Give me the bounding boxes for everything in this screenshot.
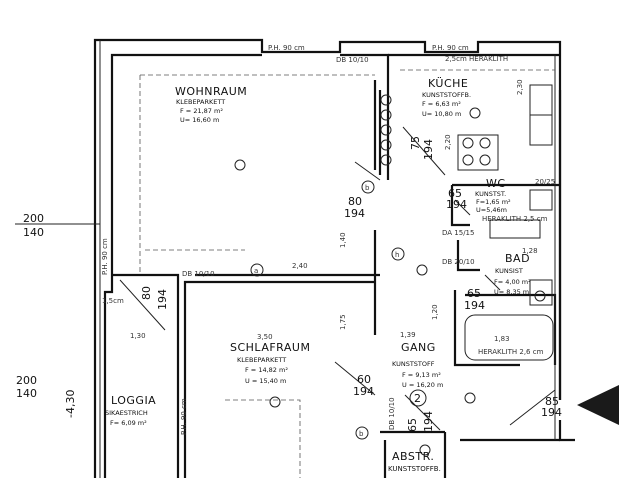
unit-number: 2 <box>414 392 421 405</box>
room-loggia: LOGGIA SIKAESTRICH F= 6,09 m² <box>105 394 156 427</box>
entrance-arrow-icon <box>577 385 619 425</box>
dim-200: 200 <box>16 374 37 387</box>
room-area: F=1,65 m² <box>476 198 511 206</box>
radiator-column <box>380 94 392 166</box>
room-floor: KUNSTSTOFF <box>392 360 435 368</box>
room-perimeter: U=5,46m <box>476 206 507 214</box>
unit-marker <box>409 389 427 407</box>
dim: 2,40 <box>292 262 308 270</box>
door-width: 80 <box>348 195 362 208</box>
door-width: 65 <box>448 187 462 200</box>
room-area: F = 21,87 m² <box>180 107 223 115</box>
room-area: F= 6,09 m² <box>110 419 147 427</box>
dim: 1,75 <box>339 314 347 330</box>
room-floor: KLEBEPARKETT <box>176 98 225 106</box>
dim: 20/25 <box>535 178 555 186</box>
dim: 1,20 <box>431 304 439 320</box>
door-width: 65 <box>467 287 481 300</box>
dim-200: 200 <box>23 212 44 225</box>
room-bad: BAD KUNSIST F= 4,00 m² U= 8,35 m <box>494 252 531 296</box>
door-swings <box>119 126 556 431</box>
door-width: 65 <box>406 418 419 432</box>
room-floor: KUNSTSTOFFB. <box>422 91 471 99</box>
room-kueche: KÜCHE KUNSTSTOFFB. F = 6,63 m² U= 10,80 … <box>422 77 471 118</box>
door-height: 194 <box>353 385 374 398</box>
room-name: WOHNRAUM <box>175 85 247 98</box>
room-area: F= 4,00 m² <box>494 278 531 286</box>
dim-140: 140 <box>16 387 37 400</box>
room-area: F = 9,13 m² <box>402 371 441 379</box>
room-name: BAD <box>505 252 530 265</box>
room-floor: KUNSTSTOFFB. <box>388 465 441 473</box>
room-wc: WC KUNSTST. F=1,65 m² U=5,46m <box>475 177 511 214</box>
door-height: 194 <box>422 411 435 432</box>
room-name: LOGGIA <box>111 394 156 407</box>
annotations: P.H. 90 cm P.H. 90 cm P.H. 90 cm P.H. 90… <box>101 44 548 440</box>
door-height: 194 <box>464 299 485 312</box>
ceiling-lights <box>234 107 546 456</box>
room-floor: KUNSTST. <box>475 190 506 198</box>
wall-label: 1,5cm <box>102 297 124 305</box>
dimensions: 200 140 200 140 -4,30 2,40 3,50 1,39 1,3… <box>15 79 555 418</box>
walls <box>93 38 575 478</box>
beam-label: DB 20/10 <box>442 258 475 266</box>
door-sizes: 80 194 75 194 65 194 80 194 65 194 60 19… <box>140 136 562 432</box>
door-height: 194 <box>541 406 562 419</box>
door-height: 194 <box>422 139 435 160</box>
room-name: WC <box>486 177 506 190</box>
room-floor: SIKAESTRICH <box>105 409 148 417</box>
room-perimeter: U = 15,40 m <box>245 377 286 385</box>
room-perimeter: U= 8,35 m <box>494 288 529 296</box>
beam-label: DB 10/10 <box>388 397 396 430</box>
marker-a: a <box>254 267 258 275</box>
room-perimeter: U= 10,80 m <box>422 110 461 118</box>
door-width: 75 <box>409 136 422 150</box>
marker-h: h <box>395 251 399 259</box>
window-label: P.H. 90 cm <box>180 398 188 435</box>
beam-label: DB 10/10 <box>182 270 215 278</box>
door-height: 194 <box>446 198 467 211</box>
insulation-label: HERAKLITH 2,6 cm <box>478 348 544 356</box>
room-perimeter: U= 16,60 m <box>180 116 219 124</box>
marker-b: b <box>359 430 364 438</box>
room-wohnraum: WOHNRAUM KLEBEPARKETT F = 21,87 m² U= 16… <box>175 85 247 124</box>
dim: 2,30 <box>516 79 524 95</box>
dim: 3,50 <box>257 333 273 341</box>
dim: 1,30 <box>130 332 146 340</box>
door-height: 194 <box>156 289 169 310</box>
room-perimeter: U = 16,20 m <box>402 381 443 389</box>
room-area: F = 6,63 m² <box>422 100 461 108</box>
window-label: P.H. 90 cm <box>432 44 469 52</box>
room-area: F = 14,82 m² <box>245 366 288 374</box>
kitchen-fixtures <box>380 84 554 361</box>
room-name: SCHLAFRAUM <box>230 341 310 354</box>
room-schlafraum: SCHLAFRAUM KLEBEPARKETT F = 14,82 m² U =… <box>230 341 310 385</box>
window-label: P.H. 90 cm <box>268 44 305 52</box>
marker-b: b <box>365 184 370 192</box>
room-floor: KLEBEPARKETT <box>237 356 286 364</box>
door-width: 60 <box>357 373 371 386</box>
dim: 1,28 <box>522 247 538 255</box>
dim-140: 140 <box>23 226 44 239</box>
room-name: KÜCHE <box>428 77 468 90</box>
door-height: 194 <box>344 207 365 220</box>
door-width: 85 <box>545 395 559 408</box>
window-label: P.H. 90 cm <box>101 238 109 275</box>
room-name: GANG <box>401 341 436 354</box>
beam-label: DB 10/10 <box>336 56 369 64</box>
room-abstr: ABSTR. KUNSTSTOFFB. <box>388 450 441 473</box>
door-width: 80 <box>140 286 153 300</box>
dim: 1,39 <box>400 331 416 339</box>
dim-430: -4,30 <box>64 390 77 418</box>
insulation-label: 2,5cm HERAKLITH <box>445 55 508 63</box>
dim: 2,20 <box>444 134 452 150</box>
room-name: ABSTR. <box>392 450 434 463</box>
room-gang: GANG KUNSTSTOFF F = 9,13 m² U = 16,20 m <box>392 341 443 389</box>
room-floor: KUNSIST <box>495 267 523 275</box>
beam-label: DA 15/15 <box>442 229 474 237</box>
dim: 1,83 <box>494 335 510 343</box>
dim: 1,40 <box>339 232 347 248</box>
insulation-label: HERAKLITH 2,5 cm <box>482 215 548 223</box>
